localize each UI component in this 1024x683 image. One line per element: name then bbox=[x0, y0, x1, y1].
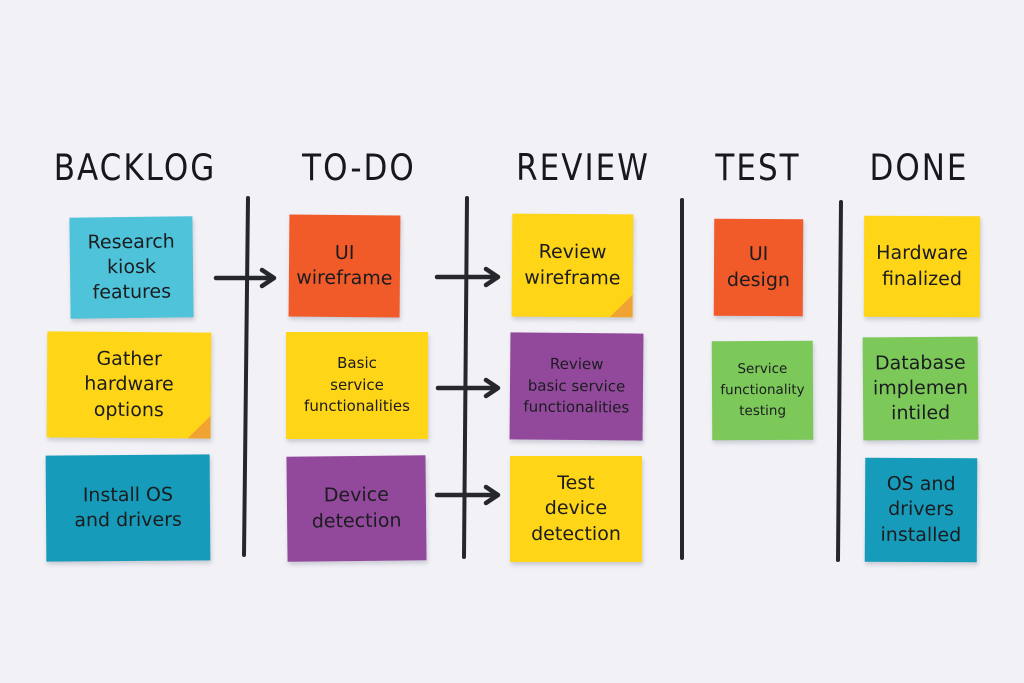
card-install-os-and-drivers[interactable]: Install OS and drivers bbox=[45, 454, 211, 562]
column-title-review: REVIEW bbox=[516, 146, 650, 190]
column-separator bbox=[462, 196, 469, 559]
column-title-done: DONE bbox=[869, 146, 969, 190]
card-service-functionality-testing[interactable]: Service functionality testing bbox=[711, 340, 814, 441]
card-text: UI wireframe bbox=[296, 241, 393, 290]
card-hardware-finalized[interactable]: Hardware finalized bbox=[863, 215, 981, 318]
flow-arrow-todo-review-2 bbox=[435, 377, 501, 399]
card-text: Test device detection bbox=[531, 472, 621, 545]
card-os-and-drivers-installed[interactable]: OS and drivers installed bbox=[864, 457, 978, 563]
card-text: Install OS and drivers bbox=[74, 483, 182, 532]
card-ui-design[interactable]: UI design bbox=[713, 218, 804, 317]
card-text: OS and drivers installed bbox=[880, 473, 962, 546]
card-text: Device detection bbox=[311, 484, 402, 532]
card-research-kiosk-features[interactable]: Research kiosk features bbox=[69, 216, 194, 319]
card-text: Basic service functionalities bbox=[304, 353, 410, 416]
card-review-basic-service-functionalities[interactable]: Review basic service functionalities bbox=[509, 332, 644, 441]
column-title-test: TEST bbox=[715, 146, 801, 190]
card-review-wireframe[interactable]: Review wireframe bbox=[511, 213, 634, 318]
card-text: Review wireframe bbox=[524, 241, 621, 289]
flow-arrow-backlog-todo bbox=[213, 267, 277, 289]
card-text: UI design bbox=[726, 243, 791, 291]
folded-corner bbox=[610, 294, 633, 317]
card-device-detection[interactable]: Device detection bbox=[286, 455, 427, 562]
card-text: Hardware finalized bbox=[876, 242, 968, 290]
flow-arrow-todo-review-1 bbox=[434, 266, 501, 288]
card-text: Database implemen intiled bbox=[872, 351, 969, 425]
card-text: Research kiosk features bbox=[87, 230, 175, 304]
card-test-device-detection[interactable]: Test device detection bbox=[510, 456, 642, 562]
column-title-backlog: BACKLOG bbox=[53, 146, 217, 190]
column-separator bbox=[836, 200, 843, 562]
column-title-todo: TO-DO bbox=[302, 146, 416, 190]
card-text: Review basic service functionalities bbox=[523, 354, 630, 417]
card-text: Gather hardware options bbox=[84, 348, 174, 421]
card-database-implemen-intiled[interactable]: Database implemen intiled bbox=[862, 336, 979, 441]
flow-arrow-todo-review-3 bbox=[434, 484, 501, 506]
card-ui-wireframe[interactable]: UI wireframe bbox=[288, 214, 401, 318]
card-basic-service-functionalities[interactable]: Basic service functionalities bbox=[286, 332, 428, 439]
column-separator bbox=[242, 196, 250, 557]
card-text: Service functionality testing bbox=[720, 360, 805, 420]
card-gather-hardware-options[interactable]: Gather hardware options bbox=[46, 331, 212, 439]
